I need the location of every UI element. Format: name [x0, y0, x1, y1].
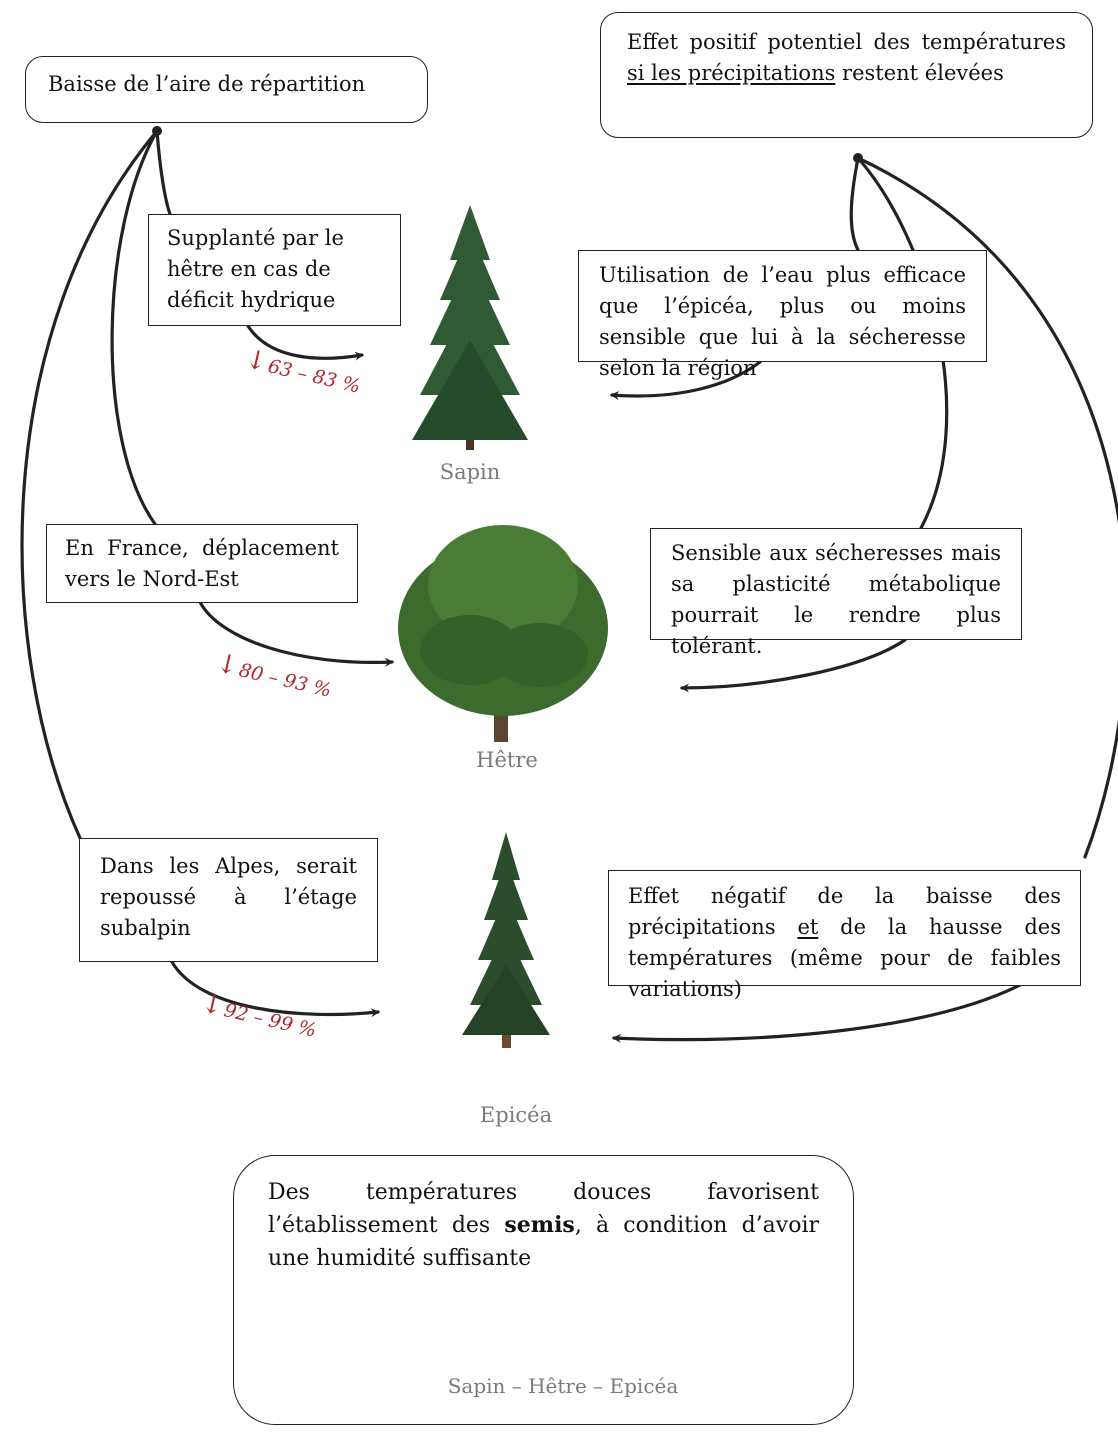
hetre-label: Hêtre [476, 748, 538, 772]
semis-label: Sapin – Hêtre – Epicéa [447, 1374, 679, 1398]
aire-repartition-text: Baisse de l’aire de répartition [48, 72, 366, 96]
arrow-to-sapin-right [610, 360, 762, 400]
effet-positif-text-b: restent élevées [835, 61, 1004, 85]
hub-dot-left [152, 126, 162, 136]
epicea-label: Epicéa [479, 1103, 553, 1127]
epicea-alpes-text: Dans les Alpes, serait repoussé à l’étag… [100, 854, 357, 940]
effet-positif-underlined: si les précipitations [627, 61, 836, 85]
arrow-to-hetre-left [198, 600, 394, 667]
curve-positif-to-sapin-box [849, 156, 860, 252]
arrow-to-epicea-right [612, 983, 1022, 1043]
effet-positif-box: Effet positif potentiel des températures… [600, 12, 1093, 138]
hub-dot-right [853, 153, 863, 163]
semis-bold: semis [504, 1212, 575, 1238]
hetre-france-box: En France, déplacement vers le Nord-Est [46, 524, 358, 603]
epicea-negatif-text-a: Effet négatif de la baisse des précipita… [628, 884, 1061, 939]
curve-aire-to-hetre-box [110, 129, 159, 526]
semis-text-b: , à condition d’avoir une humidité suffi… [268, 1213, 820, 1271]
aire-repartition-box: Baisse de l’aire de répartition [25, 56, 428, 123]
curve-aire-to-sapin-box [155, 129, 172, 216]
semis-text: Des températures douces favorisent l’éta… [268, 1176, 819, 1275]
arrow-to-sapin-left [246, 324, 364, 361]
epicea-negatif-underlined: et [797, 915, 819, 939]
curve-aire-to-epicea-box [20, 129, 159, 840]
sapin-eau-text: Utilisation de l’eau plus efficace que l… [599, 263, 966, 380]
arrow-to-hetre-right [680, 638, 907, 693]
hetre-tree [398, 525, 608, 742]
sapin-eau-box: Utilisation de l’eau plus efficace que l… [578, 250, 987, 380]
hetre-sensible-box: Sensible aux sécheresses mais sa plastic… [650, 528, 1022, 658]
sapin-hetre-box: Supplanté par le hêtre en cas de déficit… [148, 214, 401, 326]
sapin-tree [412, 205, 528, 450]
effet-positif-text-a: Effet positif potentiel des températures [627, 30, 1066, 54]
arrow-to-epicea-left [170, 960, 380, 1018]
curve-positif-to-epicea-box [856, 156, 1118, 859]
epicea-negatif-text-b: de la hausse des températures (même pour… [628, 915, 1061, 1001]
epicea-alpes-box: Dans les Alpes, serait repoussé à l’étag… [79, 838, 378, 962]
sapin-label: Sapin [439, 460, 501, 484]
epicea-tree [462, 832, 550, 1048]
sapin-hetre-text: Supplanté par le hêtre en cas de déficit… [167, 226, 344, 312]
epicea-negatif-box: Effet négatif de la baisse des précipita… [608, 870, 1081, 1001]
semis-text-a: Des températures douces favorisent l’éta… [268, 1180, 819, 1238]
semis-box: Des températures douces favorisent l’éta… [233, 1155, 854, 1425]
hetre-france-text: En France, déplacement vers le Nord-Est [65, 536, 339, 591]
hetre-sensible-text: Sensible aux sécheresses mais sa plastic… [671, 541, 1001, 658]
